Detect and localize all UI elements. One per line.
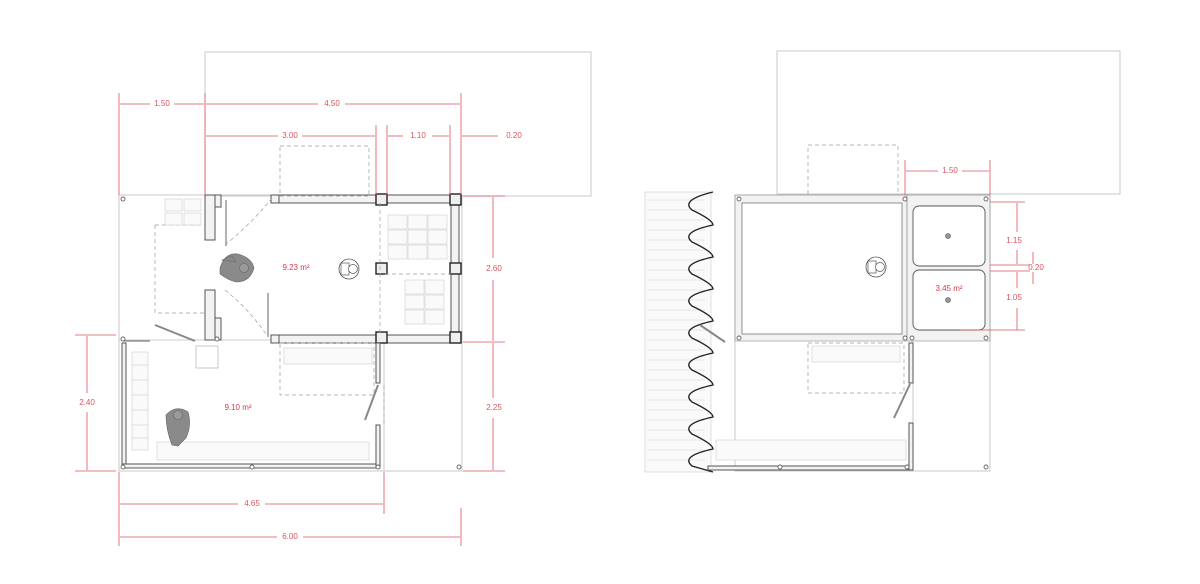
dim-2-40: 2.40	[79, 398, 95, 407]
dim-3-00: 3.00	[282, 131, 298, 140]
area-tank: 3.45 m²	[935, 284, 962, 293]
container-interior	[741, 202, 903, 335]
drain-symbol	[338, 258, 360, 280]
dimensions-right-plan	[904, 160, 1034, 331]
right-plan: 1.50 1.15 0.20 1.05 3.45 m²	[644, 50, 1121, 473]
dimensions-left-left	[75, 334, 116, 472]
dim-6-00: 6.00	[282, 532, 298, 541]
anchor-bolts	[120, 196, 462, 470]
crates-upper-left	[164, 198, 202, 226]
crates-upper-right	[387, 214, 448, 325]
canopy-outline-right	[776, 50, 1121, 195]
structural-posts	[270, 193, 462, 344]
dim-1-10: 1.10	[410, 131, 426, 140]
dimensions-bottom-left	[118, 472, 462, 546]
dim-1-05: 1.05	[1006, 293, 1022, 302]
area-upper-room: 9.23 m²	[282, 263, 309, 272]
corrugated-wall	[644, 191, 714, 473]
dim-0-20-right: 0.20	[1028, 263, 1044, 272]
lower-room-right	[699, 324, 990, 471]
canopy-outline	[204, 51, 592, 197]
dim-2-25: 2.25	[486, 403, 502, 412]
dim-1-50: 1.50	[154, 99, 170, 108]
person-figure-upper	[219, 253, 255, 283]
area-lower-room: 9.10 m²	[224, 403, 251, 412]
dim-1-50-right: 1.50	[942, 166, 958, 175]
dim-1-15: 1.15	[1006, 236, 1022, 245]
left-plan: 1.50 4.50 3.00 1.10 0.20 2.60 2.25 2.40	[75, 51, 592, 546]
crates-lower-room	[131, 347, 373, 461]
person-figure-lower	[165, 408, 190, 447]
dim-2-60: 2.60	[486, 264, 502, 273]
anchor-bolts-right	[736, 196, 989, 470]
dim-0-20: 0.20	[506, 131, 522, 140]
dim-4-65: 4.65	[244, 499, 260, 508]
drain-symbol-right	[865, 256, 887, 278]
dimensions-top-left	[118, 93, 498, 195]
dimensions-right-left	[463, 195, 505, 472]
dim-4-50: 4.50	[324, 99, 340, 108]
